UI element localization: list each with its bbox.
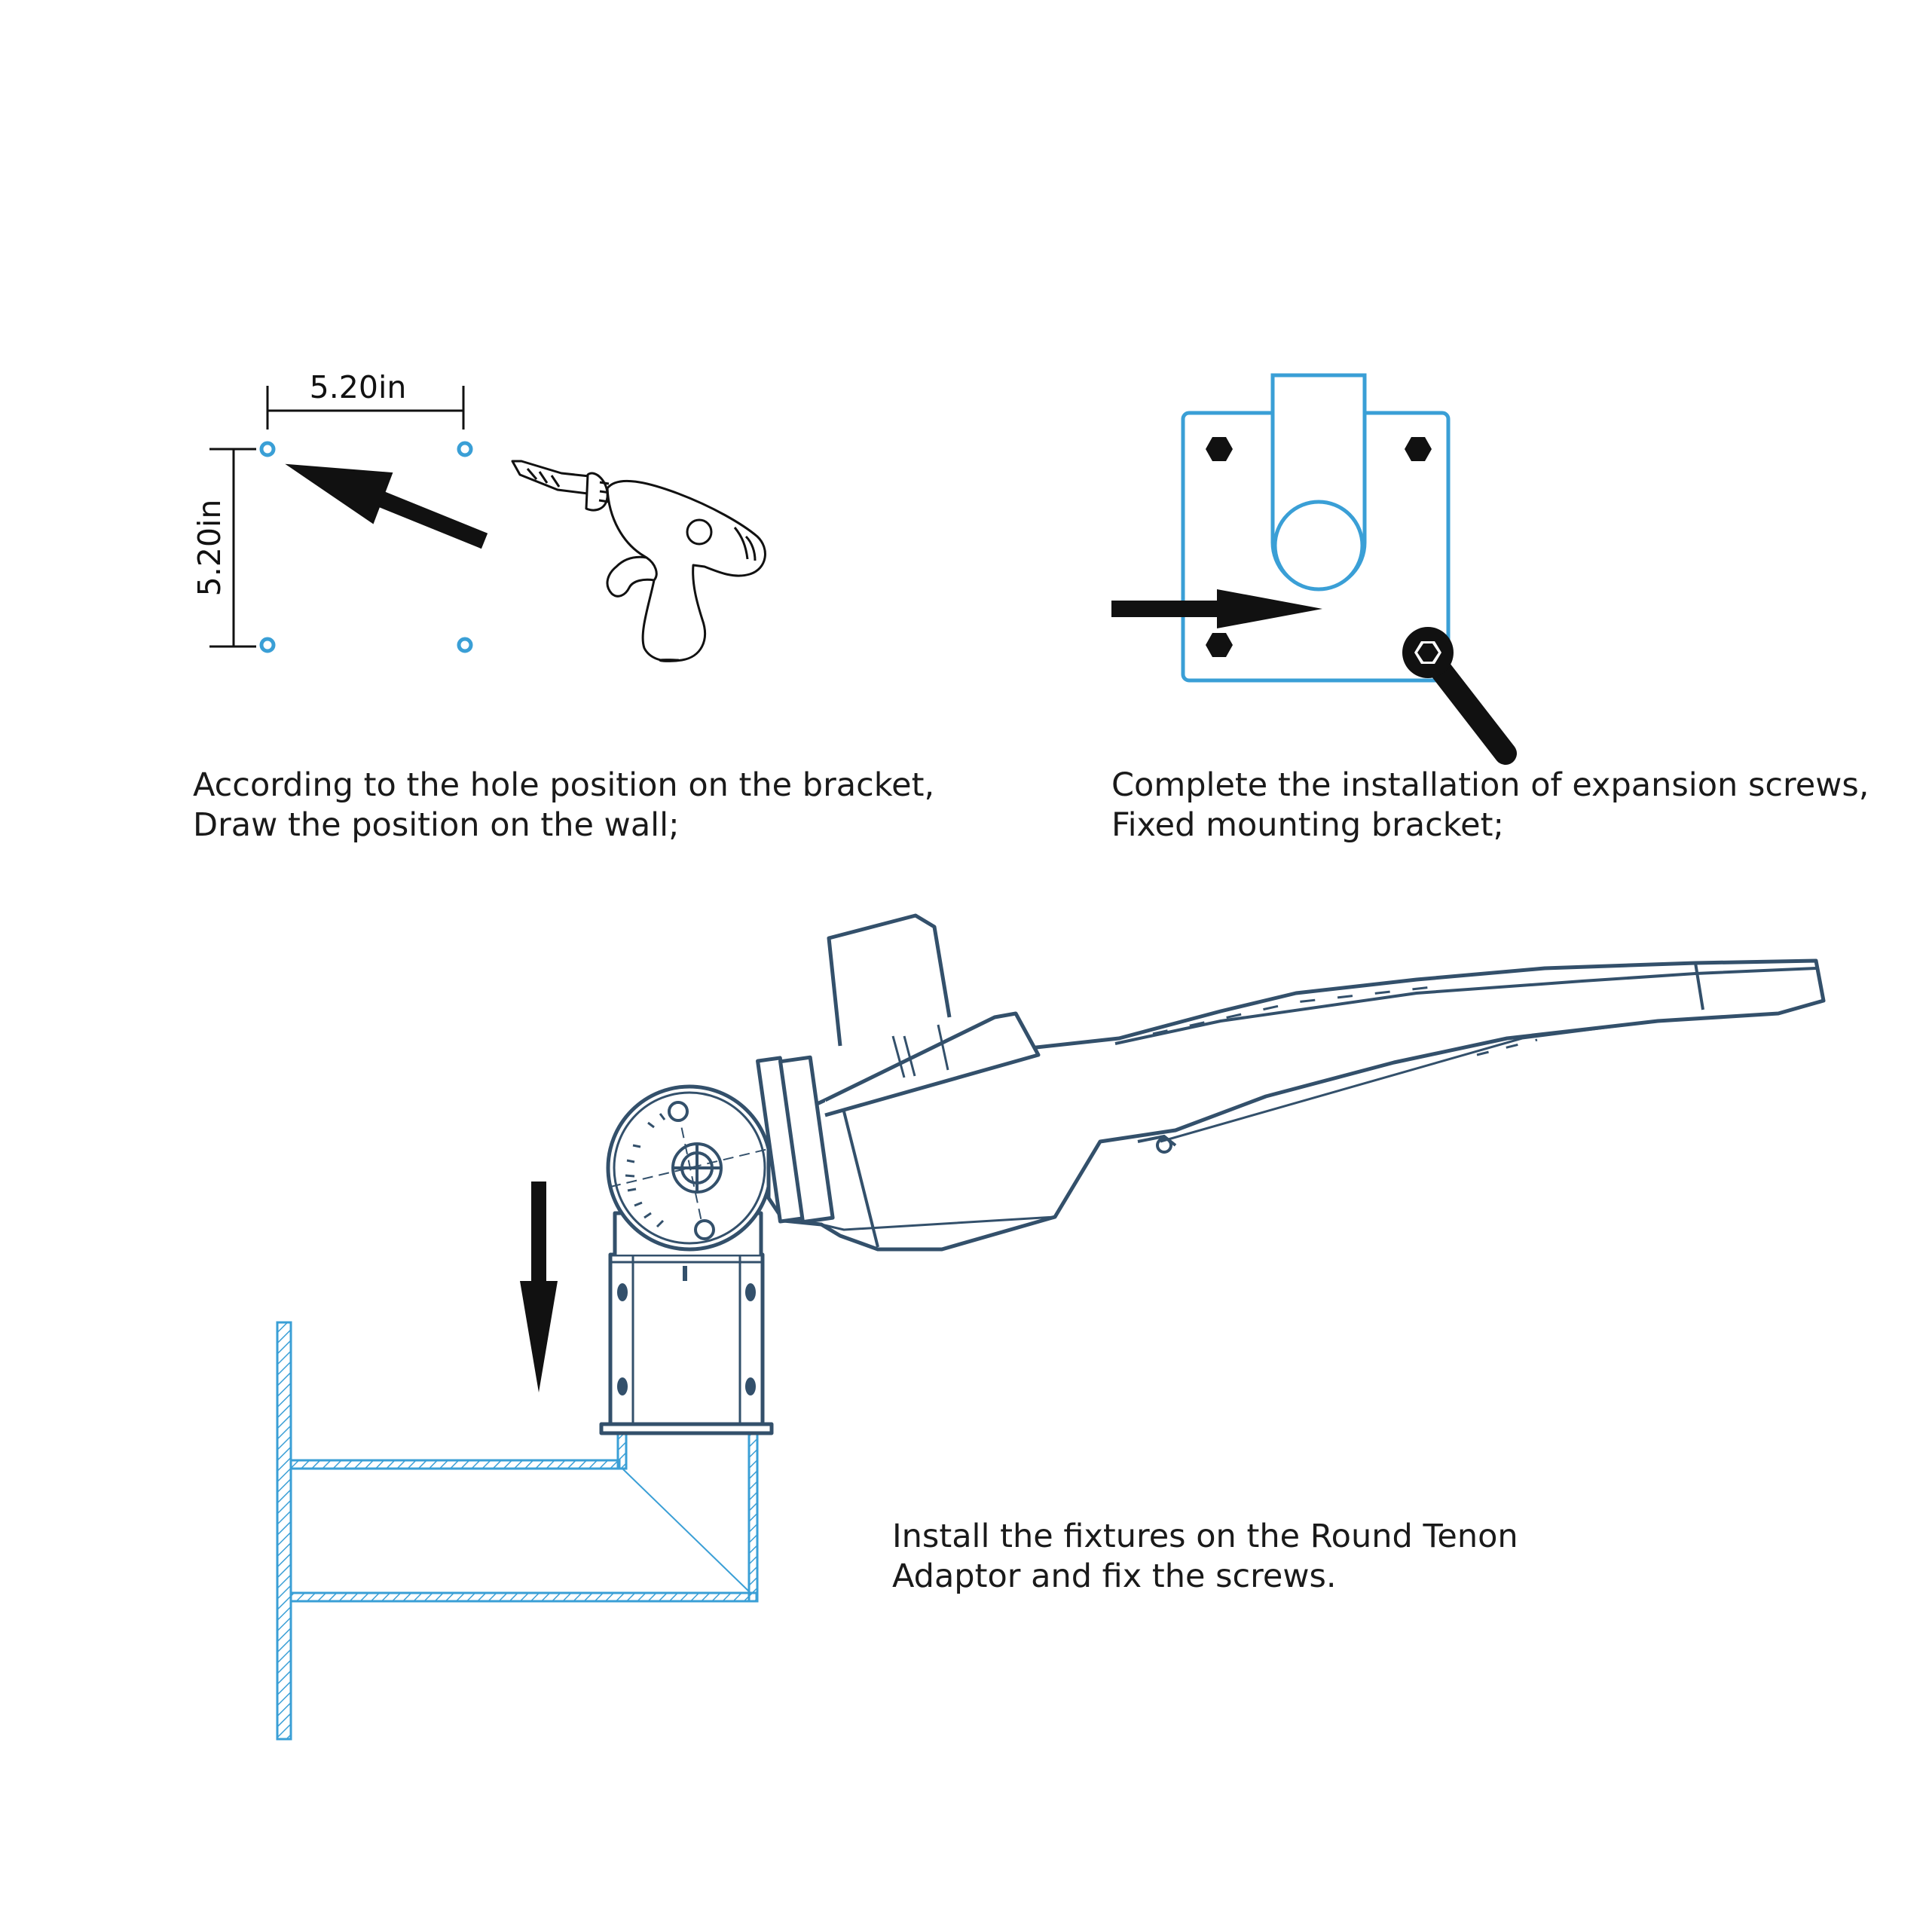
street-light-fixture bbox=[599, 913, 1826, 1435]
bracket-arm-hole bbox=[1273, 500, 1365, 592]
angle-scale bbox=[625, 1107, 677, 1228]
step3-caption-line2: Adaptor and fix the screws. bbox=[892, 1558, 1337, 1595]
step1-panel: 5.20in 5.20in bbox=[191, 369, 766, 662]
step2-caption: Complete the installation of expansion s… bbox=[1111, 766, 1869, 845]
hole-mark-bottom-right bbox=[457, 637, 473, 653]
hole-mark-top-left bbox=[259, 441, 276, 457]
power-drill-icon bbox=[511, 460, 766, 662]
dimension-label-vertical: 5.20in bbox=[191, 500, 228, 597]
hex-nuts bbox=[1206, 437, 1432, 657]
arrow-down-install bbox=[520, 1182, 558, 1392]
wall-bracket-arm bbox=[289, 1423, 759, 1603]
hex-nut-bottom-left bbox=[1206, 633, 1233, 657]
step2-caption-line1: Complete the installation of expansion s… bbox=[1111, 766, 1869, 804]
wrench-icon bbox=[1402, 627, 1517, 765]
step1-caption: According to the hole position on the br… bbox=[193, 766, 934, 845]
step3-caption: Install the fixtures on the Round Tenon … bbox=[892, 1517, 1518, 1597]
horizontal-dimension bbox=[266, 386, 465, 430]
step1-caption-line2: Draw the position on the wall; bbox=[193, 806, 680, 844]
wall-section bbox=[276, 1321, 292, 1741]
hex-nut-top-right bbox=[1405, 437, 1432, 461]
arrow-to-bracket bbox=[1111, 589, 1322, 628]
arrow-to-hole bbox=[285, 463, 488, 549]
hole-mark-top-right bbox=[457, 441, 473, 457]
vertical-dimension bbox=[209, 448, 256, 648]
hex-nut-top-left bbox=[1206, 437, 1233, 461]
dimension-label-horizontal: 5.20in bbox=[310, 369, 407, 405]
mounting-hole-marks bbox=[259, 441, 473, 653]
hole-mark-bottom-left bbox=[259, 637, 276, 653]
step3-panel bbox=[276, 913, 1826, 1741]
step2-caption-line2: Fixed mounting bracket; bbox=[1111, 806, 1504, 844]
step1-caption-line1: According to the hole position on the br… bbox=[193, 766, 935, 804]
step2-panel bbox=[1111, 373, 1517, 765]
driver-box bbox=[827, 913, 952, 1047]
step3-caption-line1: Install the fixtures on the Round Tenon bbox=[892, 1518, 1518, 1555]
